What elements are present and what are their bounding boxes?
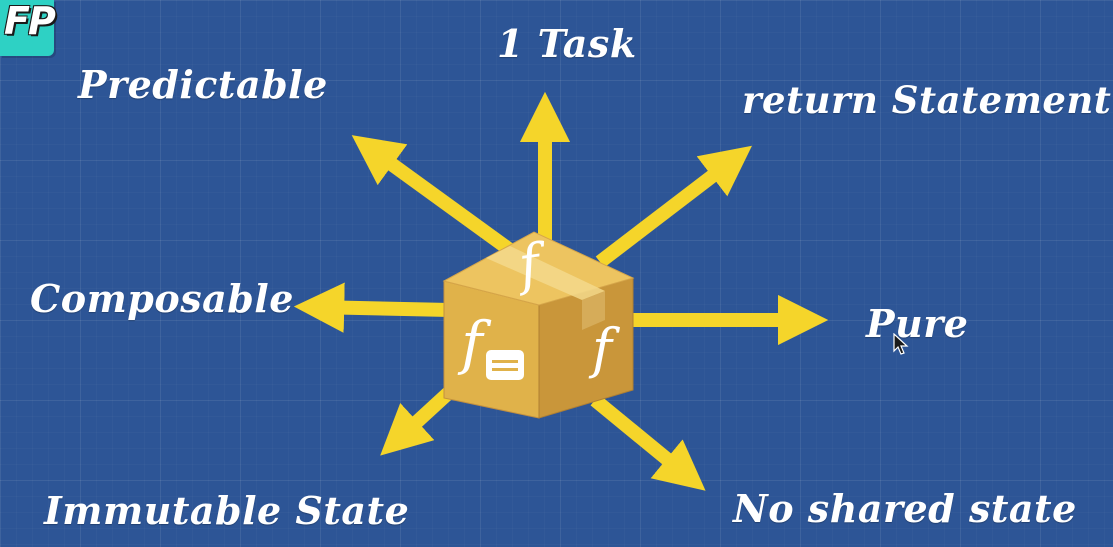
arrow-to-predictable: [351, 135, 515, 256]
label-predictable: Predictable: [78, 62, 328, 107]
arrow-to-composable: [293, 282, 451, 333]
label-return-statement: return Statement: [742, 78, 1112, 122]
arrow-to-no-shared-state: [590, 394, 706, 491]
label-no-shared-state: No shared state: [733, 486, 1077, 531]
label-immutable-state: Immutable State: [44, 488, 410, 533]
fp-logo: FP: [0, 0, 56, 56]
fp-logo-text: FP: [4, 0, 56, 43]
label-composable: Composable: [30, 276, 294, 321]
arrow-to-return-statement: [595, 145, 753, 268]
mouse-pointer-icon: [893, 333, 909, 355]
label-pure: Pure: [866, 301, 969, 346]
label-one-task: 1 Task: [497, 21, 637, 66]
package-box-icon: [442, 231, 635, 419]
